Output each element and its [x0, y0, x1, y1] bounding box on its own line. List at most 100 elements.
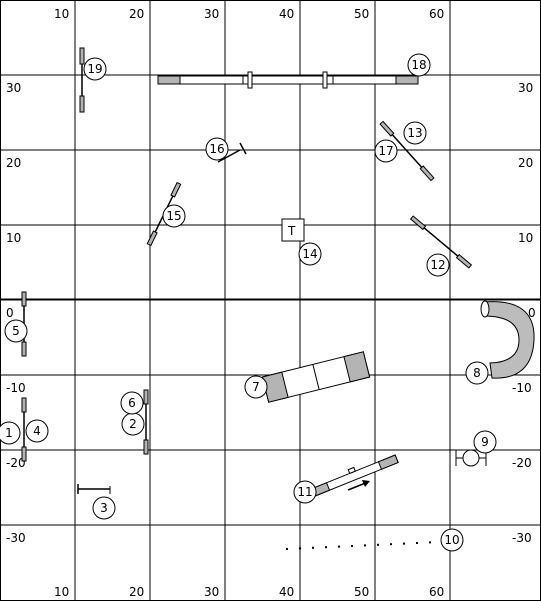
tire	[455, 449, 487, 467]
number-circle	[374, 139, 398, 163]
number-circle	[162, 204, 186, 228]
number-circle	[465, 361, 489, 385]
number-circle	[4, 319, 28, 343]
y-tick-right: -10	[512, 381, 532, 395]
jump-wing	[21, 397, 27, 413]
number-circle	[244, 375, 268, 399]
number-circle	[473, 430, 497, 454]
a-frame	[261, 351, 371, 403]
weave-pole	[364, 544, 366, 547]
obstacle-number-marker: 10	[440, 528, 464, 552]
obstacle-number-marker: 7	[244, 375, 268, 399]
jump-wing	[143, 439, 149, 455]
jump-wing	[379, 120, 395, 137]
jump-19	[79, 47, 85, 113]
x-tick-top: 60	[429, 7, 444, 21]
number-circle	[407, 53, 431, 77]
dog-walk-support	[322, 71, 328, 89]
number-label: 10	[444, 533, 459, 547]
x-tick-top: 50	[354, 7, 369, 21]
number-label: 6	[128, 396, 136, 410]
obstacle-number-marker: 18	[407, 53, 431, 77]
y-tick-left: 30	[6, 81, 21, 95]
jump-wing	[21, 341, 27, 357]
obstacle-number-marker: 5	[4, 319, 28, 343]
obstacle-number-marker: 2	[121, 412, 145, 436]
weave-pole	[377, 543, 379, 546]
number-label: 5	[12, 324, 20, 338]
obstacle-number-marker: 12	[426, 253, 450, 277]
obstacle-number-marker: 19	[83, 57, 107, 81]
number-label: 3	[100, 501, 108, 515]
number-circle	[83, 57, 107, 81]
y-tick-left: 20	[6, 156, 21, 170]
jump-4	[21, 397, 27, 462]
number-circle	[403, 121, 427, 145]
jump-wing	[409, 215, 427, 231]
number-circle	[205, 137, 229, 161]
jump-bar	[421, 225, 461, 259]
y-tick-left: -20	[6, 456, 26, 470]
weave-pole	[286, 548, 288, 550]
tick-labels: 10 20 30 40 50 60 10 20 30 40 50 60 30 2…	[6, 7, 536, 599]
number-circle	[25, 419, 49, 443]
y-tick-left: -10	[6, 381, 26, 395]
number-circle	[440, 528, 464, 552]
number-label: 15	[166, 209, 181, 223]
jump-wing	[239, 142, 247, 155]
y-tick-left: -30	[6, 531, 26, 545]
x-tick-bottom: 60	[429, 585, 444, 599]
number-circle	[298, 242, 322, 266]
obstacle-number-marker: 1	[0, 421, 21, 445]
obstacle-number-marker: 14	[298, 242, 322, 266]
dog-walk	[157, 71, 419, 89]
number-label: 13	[407, 126, 422, 140]
number-circle	[0, 421, 21, 445]
weave-pole	[338, 545, 340, 548]
weave-pole	[325, 546, 327, 549]
weave-pole	[429, 541, 431, 544]
number-label: 11	[297, 485, 312, 499]
obstacle-number-marker: 3	[92, 496, 116, 520]
x-tick-bottom: 30	[204, 585, 219, 599]
a-frame-contact	[343, 351, 371, 383]
number-label: 2	[129, 417, 137, 431]
number-circle	[92, 496, 116, 520]
number-label: 9	[481, 435, 489, 449]
obstacle-number-marker: 4	[25, 419, 49, 443]
y-tick-right: -30	[512, 531, 532, 545]
tire-ring	[462, 449, 480, 467]
wing-jump-16	[217, 142, 247, 163]
obstacle-number-marker: 6	[120, 391, 144, 415]
jump-12	[409, 215, 473, 269]
number-label: 17	[378, 144, 393, 158]
seesaw-contact	[377, 454, 399, 470]
jump-wing	[419, 165, 435, 182]
jump-6	[143, 389, 149, 455]
number-label: 7	[252, 380, 260, 394]
y-tick-right: 10	[518, 231, 533, 245]
dog-walk-plank	[157, 75, 419, 85]
dog-walk-contact	[395, 75, 419, 85]
table-box	[281, 218, 305, 242]
jump-wing	[455, 253, 473, 269]
number-label: 14	[302, 247, 317, 261]
obstacle-number-marker: 13	[403, 121, 427, 145]
number-circle	[120, 391, 144, 415]
a-frame-apex	[312, 364, 320, 390]
obstacle-number-marker: 17	[374, 139, 398, 163]
number-circle	[293, 480, 317, 504]
weave-poles	[286, 541, 431, 550]
y-tick-right: 0	[528, 306, 536, 320]
number-label: 12	[430, 258, 445, 272]
number-label: 8	[473, 366, 481, 380]
weave-pole	[390, 543, 392, 546]
jump-wing	[79, 47, 85, 65]
number-label: 1	[5, 426, 13, 440]
jump-bar	[217, 149, 241, 163]
y-tick-right: 30	[518, 81, 533, 95]
jump-wing	[170, 181, 182, 198]
jump-13	[379, 120, 435, 182]
y-tick-right: -20	[512, 456, 532, 470]
